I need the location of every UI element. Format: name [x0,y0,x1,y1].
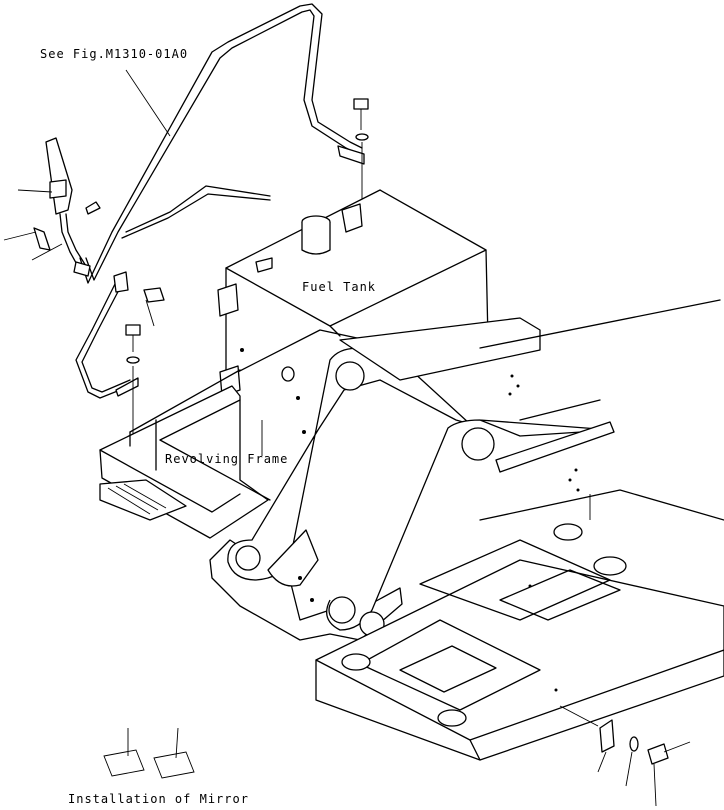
fuel-tank-label: Fuel Tank [302,280,376,294]
revolving-frame [99,299,724,761]
mirror-mount-hardware [559,705,691,807]
mirror-symbol [103,727,195,779]
see-fig-label: See Fig.M1310-01A0 [40,47,188,61]
handrail-assembly [75,3,365,399]
fuel-tank [217,189,489,434]
installation-of-mirror-label: Installation of Mirror [68,792,249,806]
mirror-assembly [3,137,165,327]
handrail-bolt-left [125,324,141,440]
revolving-frame-label: Revolving Frame [165,452,288,466]
see-fig-leader [125,69,171,137]
